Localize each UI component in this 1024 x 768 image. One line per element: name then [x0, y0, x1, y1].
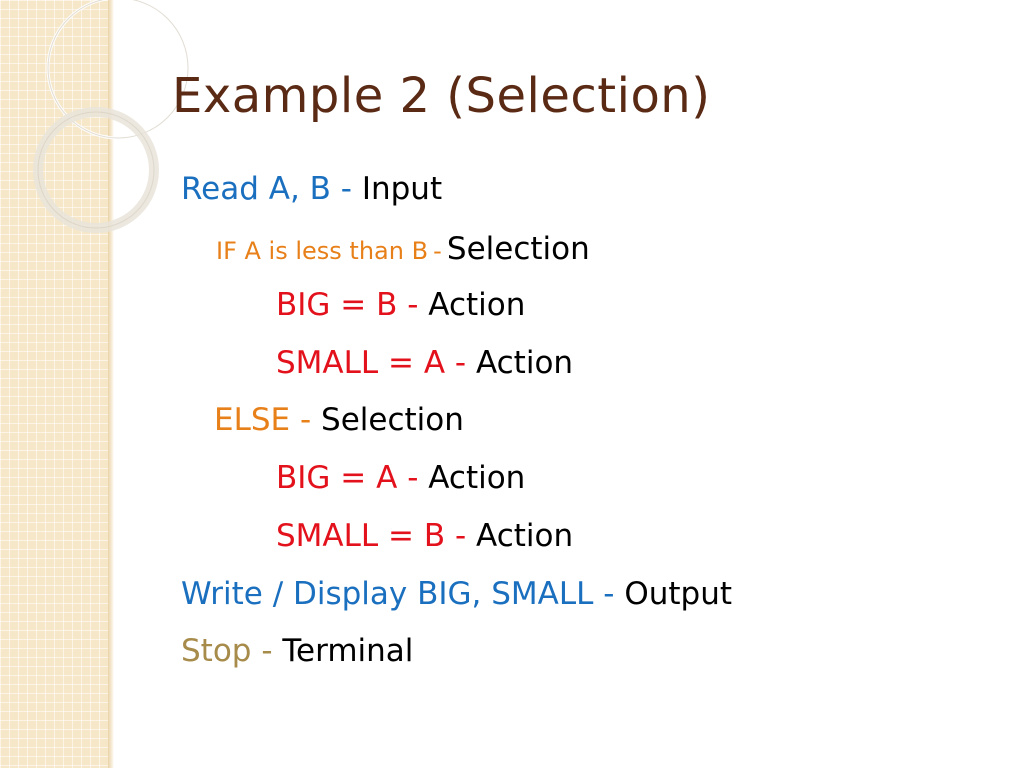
pseudocode-line-big-b: BIG = B - Action	[276, 290, 525, 321]
deco-circle-small	[33, 107, 159, 233]
pseudocode-line-else: ELSE - Selection	[214, 405, 464, 436]
line-keyword: BIG = A	[276, 460, 398, 496]
line-role: Output	[624, 576, 733, 612]
line-dash: -	[340, 171, 352, 207]
band-edge-shadow	[108, 0, 114, 768]
line-keyword: Write / Display BIG, SMALL	[181, 576, 594, 612]
slide-title: Example 2 (Selection)	[172, 68, 711, 124]
line-role: Action	[475, 345, 574, 381]
line-keyword: SMALL = A	[276, 345, 446, 381]
decorative-circles	[33, 0, 190, 233]
line-dash: -	[603, 576, 615, 612]
pseudocode-line-small-b: SMALL = B - Action	[276, 521, 573, 552]
line-keyword: Read A, B	[181, 171, 331, 207]
pseudocode-line-big-a: BIG = A - Action	[276, 463, 525, 494]
line-role: Action	[476, 518, 574, 554]
pseudocode-line-if: IF A is less than B - Selection	[216, 234, 590, 265]
line-role: Terminal	[282, 633, 414, 669]
line-dash: -	[454, 518, 467, 554]
line-keyword: IF A is less than B	[216, 237, 429, 265]
line-dash: -	[407, 287, 419, 323]
pseudocode-line-stop: Stop - Terminal	[181, 636, 413, 667]
line-dash: -	[299, 402, 312, 438]
line-role: Action	[428, 460, 526, 496]
line-role: Selection	[321, 402, 464, 438]
line-keyword: SMALL = B	[276, 518, 446, 554]
line-dash: -	[261, 633, 273, 669]
pseudocode-line-small-a: SMALL = A - Action	[276, 348, 573, 379]
line-role: Selection	[446, 231, 590, 267]
line-dash: -	[433, 237, 442, 265]
line-keyword: Stop	[181, 633, 252, 669]
line-role: Input	[361, 171, 443, 207]
deco-circle-small-outline	[37, 111, 155, 229]
line-role: Action	[428, 287, 526, 323]
line-dash: -	[407, 460, 419, 496]
pseudocode-line-write: Write / Display BIG, SMALL - Output	[181, 579, 732, 610]
line-keyword: ELSE	[214, 402, 291, 438]
line-dash: -	[454, 345, 467, 381]
pseudocode-line-read: Read A, B - Input	[181, 174, 442, 205]
deco-circle-large-outline	[47, 0, 189, 139]
line-keyword: BIG = B	[276, 287, 398, 323]
